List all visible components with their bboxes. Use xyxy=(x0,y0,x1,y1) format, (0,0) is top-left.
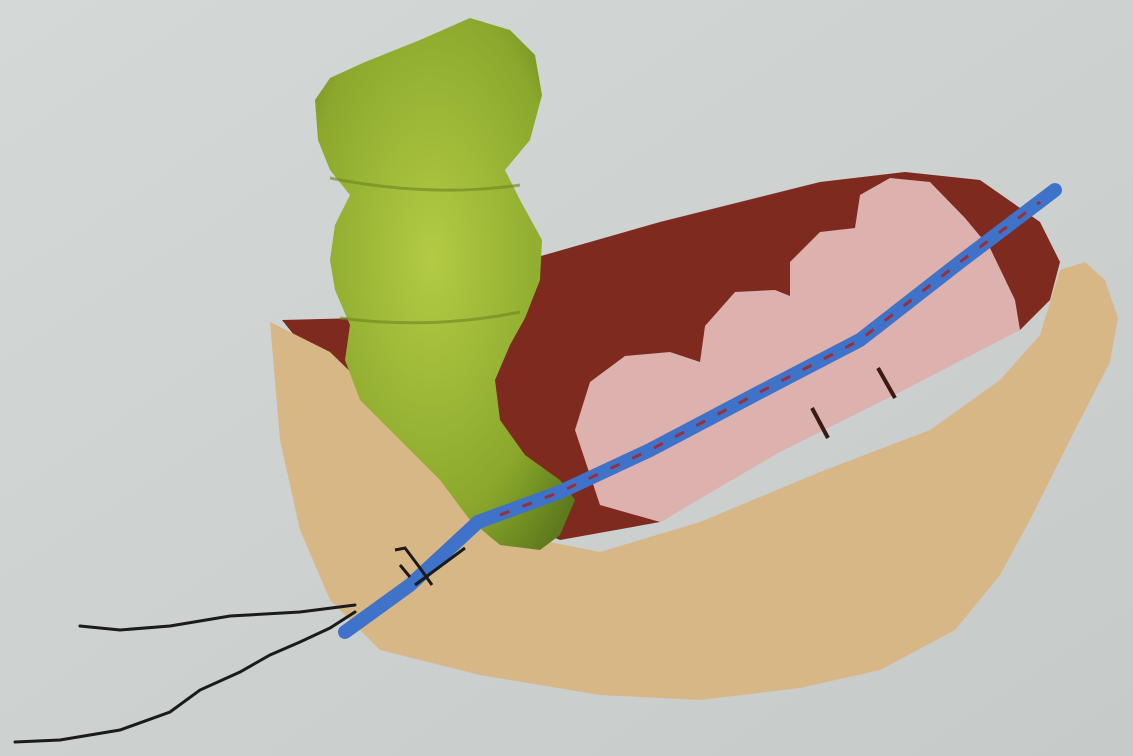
anatomical-diagram xyxy=(0,0,1133,756)
illustration-stage xyxy=(0,0,1133,756)
